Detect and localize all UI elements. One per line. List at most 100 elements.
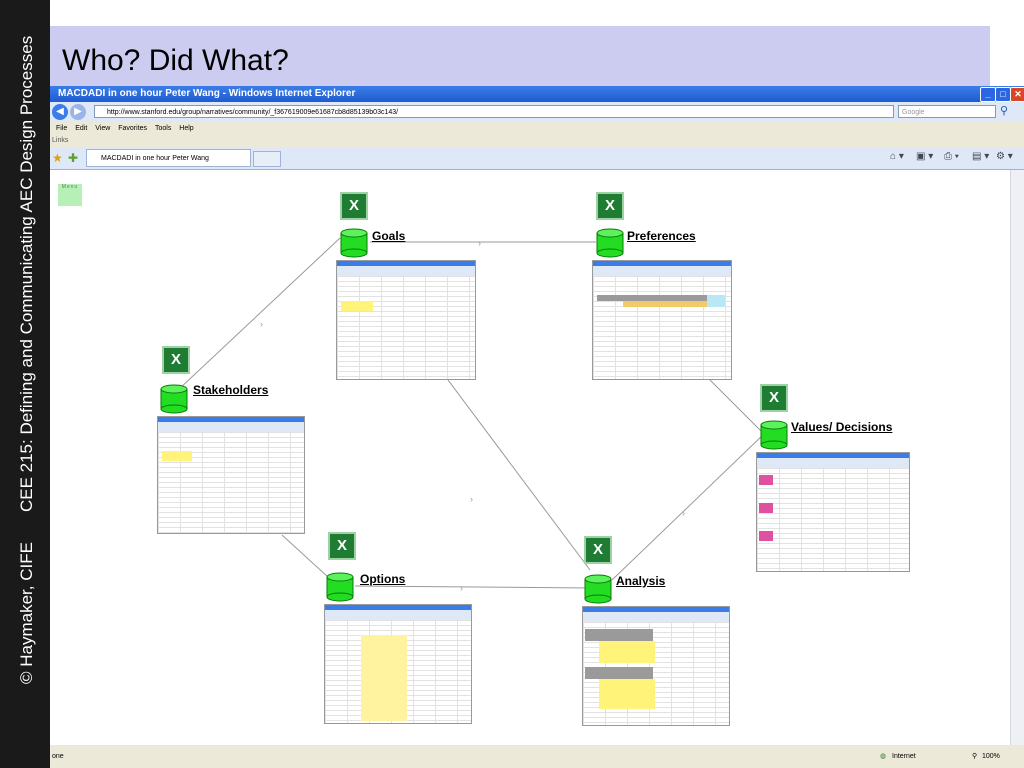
sheet-grid	[158, 432, 304, 533]
arrow-head: ›	[260, 319, 263, 329]
page-content: Menu › › › › › X	[50, 170, 1010, 745]
sidebar-text: © Haymaker, CIFE CEE 215: Defining and C…	[2, 0, 52, 768]
node-analysis-label[interactable]: Analysis	[616, 574, 666, 588]
tools-gear-icon[interactable]: ⚙ ▾	[996, 151, 1013, 162]
sheet-titlebar	[325, 605, 471, 610]
excel-icon[interactable]: X	[760, 384, 788, 412]
search-input[interactable]: Google	[898, 105, 996, 118]
menu-tools[interactable]: Tools	[155, 125, 172, 132]
sheet-grid	[757, 468, 909, 571]
back-icon[interactable]: ◀	[52, 104, 68, 120]
sheet-highlight	[599, 679, 655, 709]
stakeholders-spreadsheet-thumbnail[interactable]	[157, 416, 305, 534]
menu-file[interactable]: File	[56, 125, 68, 132]
close-button[interactable]: ✕	[1010, 87, 1024, 102]
arrow-head: ›	[460, 583, 463, 593]
database-icon[interactable]	[584, 574, 612, 604]
sheet-header-row	[585, 629, 653, 641]
minimize-button[interactable]: _	[980, 87, 996, 102]
sheet-header-row	[585, 667, 653, 679]
arrow-head: ›	[478, 238, 481, 248]
sheet-titlebar	[583, 607, 729, 612]
sheet-highlight	[759, 531, 773, 541]
tab-label: MACDADI in one hour Peter Wang	[101, 155, 209, 162]
feeds-icon[interactable]: ▣ ▾	[916, 151, 934, 162]
page-menu-label: Menu	[61, 184, 79, 190]
sheet-highlight	[361, 635, 407, 721]
arrow-head: ›	[470, 494, 473, 504]
sheet-highlight	[599, 641, 655, 663]
zoom-level[interactable]: 100%	[982, 753, 1000, 760]
page-menu-button[interactable]: Menu	[58, 184, 82, 206]
add-favorite-icon[interactable]: ✚	[68, 151, 79, 165]
links-bar: Links	[50, 135, 1024, 147]
window-title: MACDADI in one hour Peter Wang - Windows…	[58, 88, 356, 99]
sheet-header-row	[597, 295, 707, 301]
sheet-grid	[337, 276, 475, 379]
sheet-highlight	[759, 503, 773, 513]
status-text: one	[52, 753, 64, 760]
status-bar: one ◍ Internet ⚲ 100%	[50, 745, 1024, 768]
excel-icon[interactable]: X	[596, 192, 624, 220]
edge-goals-analysis	[447, 379, 591, 571]
maximize-button[interactable]: □	[995, 87, 1011, 102]
address-row: ◀ ▶ http://www.stanford.edu/group/narrat…	[50, 102, 1024, 122]
tab-macdadi[interactable]: MACDADI in one hour Peter Wang	[86, 149, 251, 167]
zoom-icon[interactable]: ⚲	[972, 753, 978, 760]
home-icon[interactable]: ⌂ ▾	[890, 151, 904, 162]
vertical-scrollbar[interactable]	[1010, 170, 1024, 745]
database-icon[interactable]	[160, 384, 188, 414]
node-preferences-label[interactable]: Preferences	[627, 229, 696, 243]
sheet-titlebar	[337, 261, 475, 266]
sheet-titlebar	[158, 417, 304, 422]
menu-edit[interactable]: Edit	[75, 125, 88, 132]
excel-icon[interactable]: X	[584, 536, 612, 564]
node-options-label[interactable]: Options	[360, 572, 406, 586]
title-band	[50, 26, 990, 86]
sheet-grid	[593, 276, 731, 379]
database-icon[interactable]	[340, 228, 368, 258]
arrow-head: ›	[682, 508, 685, 518]
sheet-highlight	[341, 301, 373, 311]
sheet-highlight	[759, 475, 773, 485]
search-icon[interactable]: ⚲	[1000, 105, 1009, 117]
sheet-highlight	[162, 451, 192, 461]
favorites-star-icon[interactable]: ★	[52, 151, 63, 165]
edge-stakeholders-goals	[177, 237, 341, 391]
print-icon[interactable]: ⎙ ▾	[944, 151, 959, 162]
analysis-spreadsheet-thumbnail[interactable]	[582, 606, 730, 726]
forward-icon[interactable]: ▶	[70, 104, 86, 120]
options-spreadsheet-thumbnail[interactable]	[324, 604, 472, 724]
goals-spreadsheet-thumbnail[interactable]	[336, 260, 476, 380]
menu-favorites[interactable]: Favorites	[118, 125, 148, 132]
sheet-highlight	[707, 295, 725, 307]
address-input[interactable]: http://www.stanford.edu/group/narratives…	[94, 105, 894, 118]
sheet-titlebar	[593, 261, 731, 266]
new-tab-button[interactable]	[253, 151, 281, 167]
database-icon[interactable]	[326, 572, 354, 602]
edge-analysis-values	[611, 433, 765, 581]
node-stakeholders-label[interactable]: Stakeholders	[193, 383, 269, 397]
browser-window: MACDADI in one hour Peter Wang - Windows…	[50, 86, 1024, 768]
node-goals-label[interactable]: Goals	[372, 229, 406, 243]
slide-sidebar: © Haymaker, CIFE CEE 215: Defining and C…	[0, 0, 50, 768]
links-label[interactable]: Links	[52, 137, 69, 144]
database-icon[interactable]	[596, 228, 624, 258]
excel-icon[interactable]: X	[328, 532, 356, 560]
sidebar-author: © Haymaker, CIFE	[17, 542, 36, 684]
excel-icon[interactable]: X	[162, 346, 190, 374]
window-titlebar: MACDADI in one hour Peter Wang - Windows…	[50, 86, 1024, 102]
sheet-titlebar	[757, 453, 909, 458]
node-values-decisions-label[interactable]: Values/ Decisions	[791, 420, 893, 434]
values-spreadsheet-thumbnail[interactable]	[756, 452, 910, 572]
page-icon[interactable]: ▤ ▾	[972, 151, 990, 162]
sheet-highlight	[623, 301, 707, 307]
tab-row: ★ ✚ MACDADI in one hour Peter Wang ⌂ ▾ ▣…	[50, 147, 1024, 170]
database-icon[interactable]	[760, 420, 788, 450]
menu-view[interactable]: View	[95, 125, 111, 132]
menu-help[interactable]: Help	[179, 125, 194, 132]
preferences-spreadsheet-thumbnail[interactable]	[592, 260, 732, 380]
excel-icon[interactable]: X	[340, 192, 368, 220]
globe-icon: ◍	[880, 753, 887, 760]
edge-options-analysis	[354, 585, 591, 589]
